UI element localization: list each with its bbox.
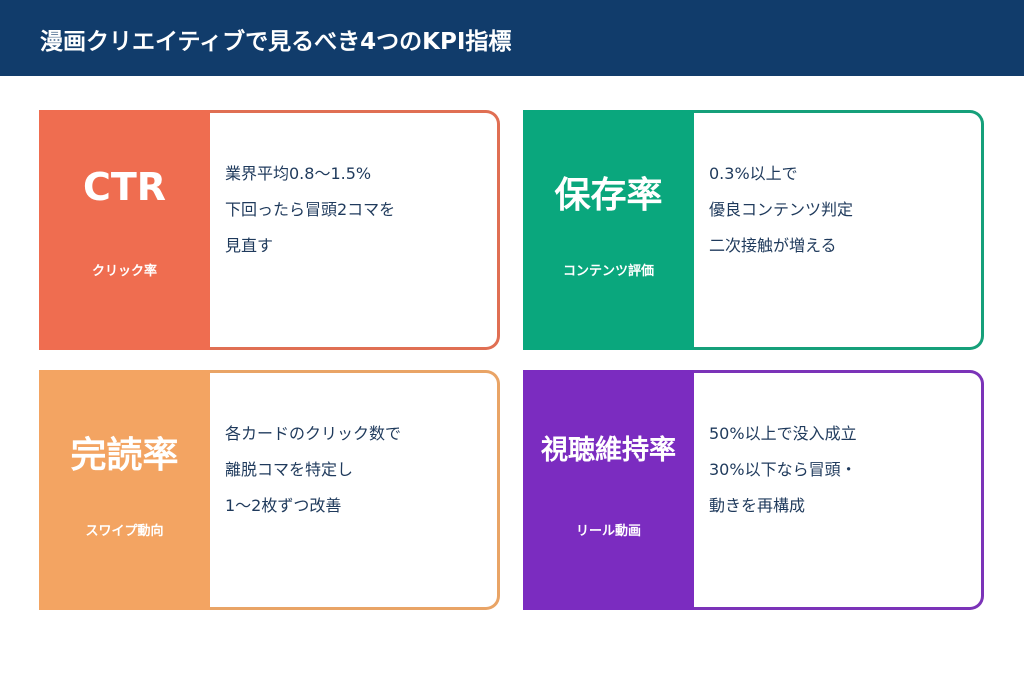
- kpi-card-line: 業界平均0.8〜1.5%: [225, 164, 372, 183]
- kpi-card-title: 完読率: [70, 435, 179, 476]
- kpi-card-completion-rate: 完読率 スワイプ動向 各カードのクリック数で 離脱コマを特定し 1〜2枚ずつ改善: [39, 370, 500, 610]
- kpi-card-line: 30%以下なら冒頭・: [709, 460, 857, 479]
- kpi-card-label-panel: CTR クリック率: [39, 110, 210, 350]
- kpi-card-label-panel: 視聴維持率 リール動画: [523, 370, 694, 610]
- kpi-card-line: 0.3%以上で: [709, 164, 798, 183]
- kpi-card-line: 50%以上で没入成立: [709, 424, 857, 443]
- kpi-card-description: 各カードのクリック数で 離脱コマを特定し 1〜2枚ずつ改善: [225, 416, 485, 524]
- kpi-card-title: 保存率: [554, 175, 663, 216]
- kpi-card-subtitle: リール動画: [575, 524, 641, 539]
- kpi-card-label-panel: 保存率 コンテンツ評価: [523, 110, 694, 350]
- kpi-card-description: 50%以上で没入成立 30%以下なら冒頭・ 動きを再構成: [709, 416, 969, 524]
- kpi-card-retention-rate: 視聴維持率 リール動画 50%以上で没入成立 30%以下なら冒頭・ 動きを再構成: [523, 370, 984, 610]
- kpi-card-line: 離脱コマを特定し: [225, 460, 354, 479]
- kpi-card-line: 下回ったら冒頭2コマを: [225, 200, 396, 219]
- kpi-card-title: CTR: [82, 165, 167, 209]
- kpi-card-subtitle: コンテンツ評価: [562, 264, 654, 279]
- kpi-card-label-panel: 完読率 スワイプ動向: [39, 370, 210, 610]
- kpi-card-line: 優良コンテンツ判定: [709, 200, 854, 219]
- page-title: 漫画クリエイティブで見るべき4つのKPI指標: [40, 29, 512, 55]
- page-header: 漫画クリエイティブで見るべき4つのKPI指標: [0, 0, 1024, 76]
- kpi-card-line: 各カードのクリック数で: [225, 424, 402, 443]
- kpi-card-line: 二次接触が増える: [709, 236, 837, 255]
- kpi-card-description: 0.3%以上で 優良コンテンツ判定 二次接触が増える: [709, 156, 969, 264]
- kpi-card-title: 視聴維持率: [541, 435, 676, 466]
- kpi-card-description: 業界平均0.8〜1.5% 下回ったら冒頭2コマを 見直す: [225, 156, 485, 264]
- kpi-card-line: 1〜2枚ずつ改善: [225, 496, 342, 515]
- kpi-card-ctr: CTR クリック率 業界平均0.8〜1.5% 下回ったら冒頭2コマを 見直す: [39, 110, 500, 350]
- kpi-card-subtitle: クリック率: [91, 264, 157, 279]
- kpi-card-line: 動きを再構成: [709, 496, 806, 515]
- kpi-card-line: 見直す: [225, 236, 274, 255]
- kpi-card-save-rate: 保存率 コンテンツ評価 0.3%以上で 優良コンテンツ判定 二次接触が増える: [523, 110, 984, 350]
- kpi-card-subtitle: スワイプ動向: [85, 524, 164, 539]
